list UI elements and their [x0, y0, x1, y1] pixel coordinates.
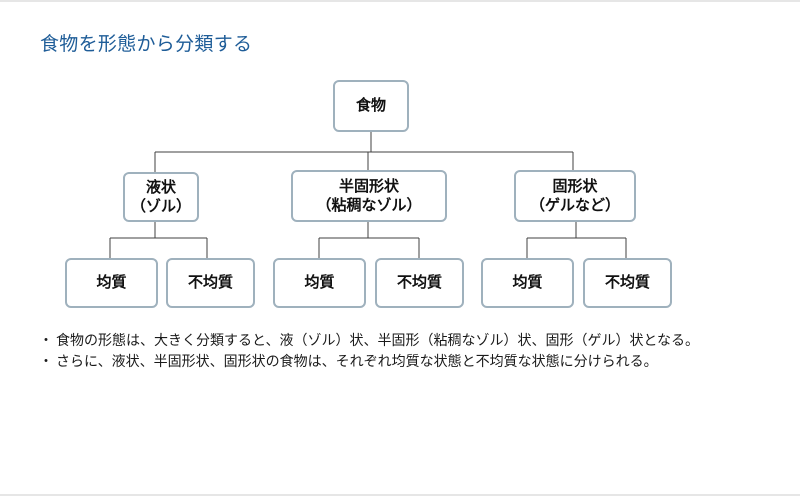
node-solid-homogeneous: 均質 [481, 258, 574, 308]
node-solid-sublabel: （ゲルなど） [529, 196, 620, 214]
node-root-food: 食物 [333, 80, 409, 132]
note-item: 食物の形態は、大きく分類すると、液（ゾル）状、半固形（粘稠なゾル）状、固形（ゲル… [39, 331, 772, 352]
bottom-divider [0, 494, 800, 496]
node-liquid-label: 液状 [145, 177, 176, 196]
node-solid-label: 固形状 [552, 176, 598, 195]
node-solid-heterogeneous: 不均質 [583, 258, 672, 308]
node-semisolid-label: 半固形状 [338, 176, 399, 195]
node-semisolid-heterogeneous-label: 不均質 [396, 273, 442, 292]
node-semisolid-heterogeneous: 不均質 [375, 258, 464, 308]
node-semisolid-homogeneous: 均質 [273, 258, 366, 308]
page-title: 食物を形態から分類する [40, 33, 253, 55]
note-item: さらに、液状、半固形状、固形状の食物は、それぞれ均質な状態と不均質な状態に分けら… [39, 352, 772, 373]
node-solid-homogeneous-label: 均質 [512, 273, 543, 292]
node-semisolid: 半固形状 （粘稠なゾル） [291, 170, 447, 222]
node-liquid-homogeneous: 均質 [65, 258, 158, 308]
node-liquid: 液状 （ゾル） [123, 172, 199, 222]
node-solid: 固形状 （ゲルなど） [514, 170, 636, 222]
node-liquid-heterogeneous-label: 不均質 [187, 273, 233, 292]
node-liquid-homogeneous-label: 均質 [96, 273, 127, 292]
node-solid-heterogeneous-label: 不均質 [604, 273, 650, 292]
notes-list: 食物の形態は、大きく分類すると、液（ゾル）状、半固形（粘稠なゾル）状、固形（ゲル… [39, 331, 772, 373]
top-divider [0, 0, 800, 2]
node-liquid-heterogeneous: 不均質 [166, 258, 255, 308]
node-liquid-sublabel: （ゾル） [130, 197, 191, 215]
node-semisolid-sublabel: （粘稠なゾル） [316, 196, 422, 214]
node-semisolid-homogeneous-label: 均質 [304, 273, 335, 292]
node-root-label: 食物 [355, 96, 386, 115]
